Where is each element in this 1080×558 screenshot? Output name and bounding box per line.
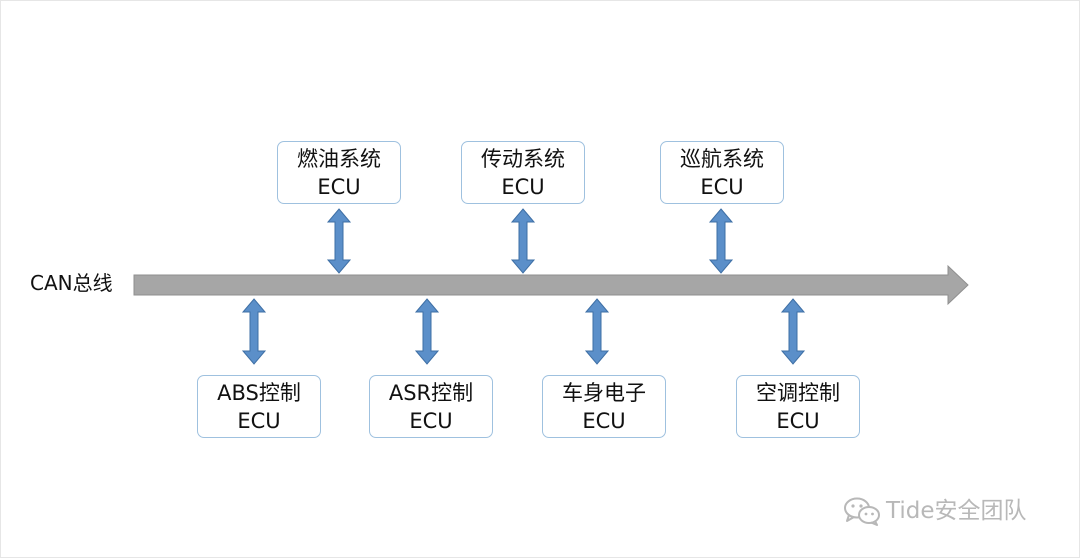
connector-arrow-transmission xyxy=(510,208,536,274)
ecu-label: ECU xyxy=(409,408,453,433)
can-bus-label: CAN总线 xyxy=(30,271,113,295)
ecu-label: ECU xyxy=(501,174,545,199)
ecu-name: ASR控制 xyxy=(388,380,474,405)
ecu-label: ECU xyxy=(700,174,744,199)
ecu-box-transmission: 传动系统 ECU xyxy=(461,141,585,204)
wechat-icon xyxy=(844,497,880,526)
ecu-box-asr: ASR控制 ECU xyxy=(369,375,493,438)
ecu-name: 传动系统 xyxy=(481,146,565,171)
connector-arrow-ac xyxy=(780,298,806,365)
ecu-name: 巡航系统 xyxy=(680,146,764,171)
connector-arrow-body xyxy=(584,298,610,365)
connector-arrow-asr xyxy=(414,298,440,365)
connector-arrow-abs xyxy=(241,298,267,365)
connector-arrow-fuel xyxy=(326,208,352,274)
ecu-box-fuel: 燃油系统 ECU xyxy=(277,141,401,204)
ecu-box-body-electronics: 车身电子 ECU xyxy=(542,375,666,438)
ecu-name: 车身电子 xyxy=(562,380,646,405)
ecu-box-abs: ABS控制 ECU xyxy=(197,375,321,438)
can-bus-arrow xyxy=(133,264,969,306)
ecu-label: ECU xyxy=(317,174,361,199)
ecu-box-cruise: 巡航系统 ECU xyxy=(660,141,784,204)
ecu-name: 燃油系统 xyxy=(297,146,381,171)
ecu-label: ECU xyxy=(237,408,281,433)
ecu-name: 空调控制 xyxy=(756,380,840,405)
ecu-box-ac: 空调控制 ECU xyxy=(736,375,860,438)
connector-arrow-cruise xyxy=(708,208,734,274)
ecu-label: ECU xyxy=(776,408,820,433)
ecu-label: ECU xyxy=(582,408,626,433)
ecu-name: ABS控制 xyxy=(217,380,301,405)
watermark-text: Tide安全团队 xyxy=(886,498,1027,524)
watermark: Tide安全团队 xyxy=(842,496,1026,526)
